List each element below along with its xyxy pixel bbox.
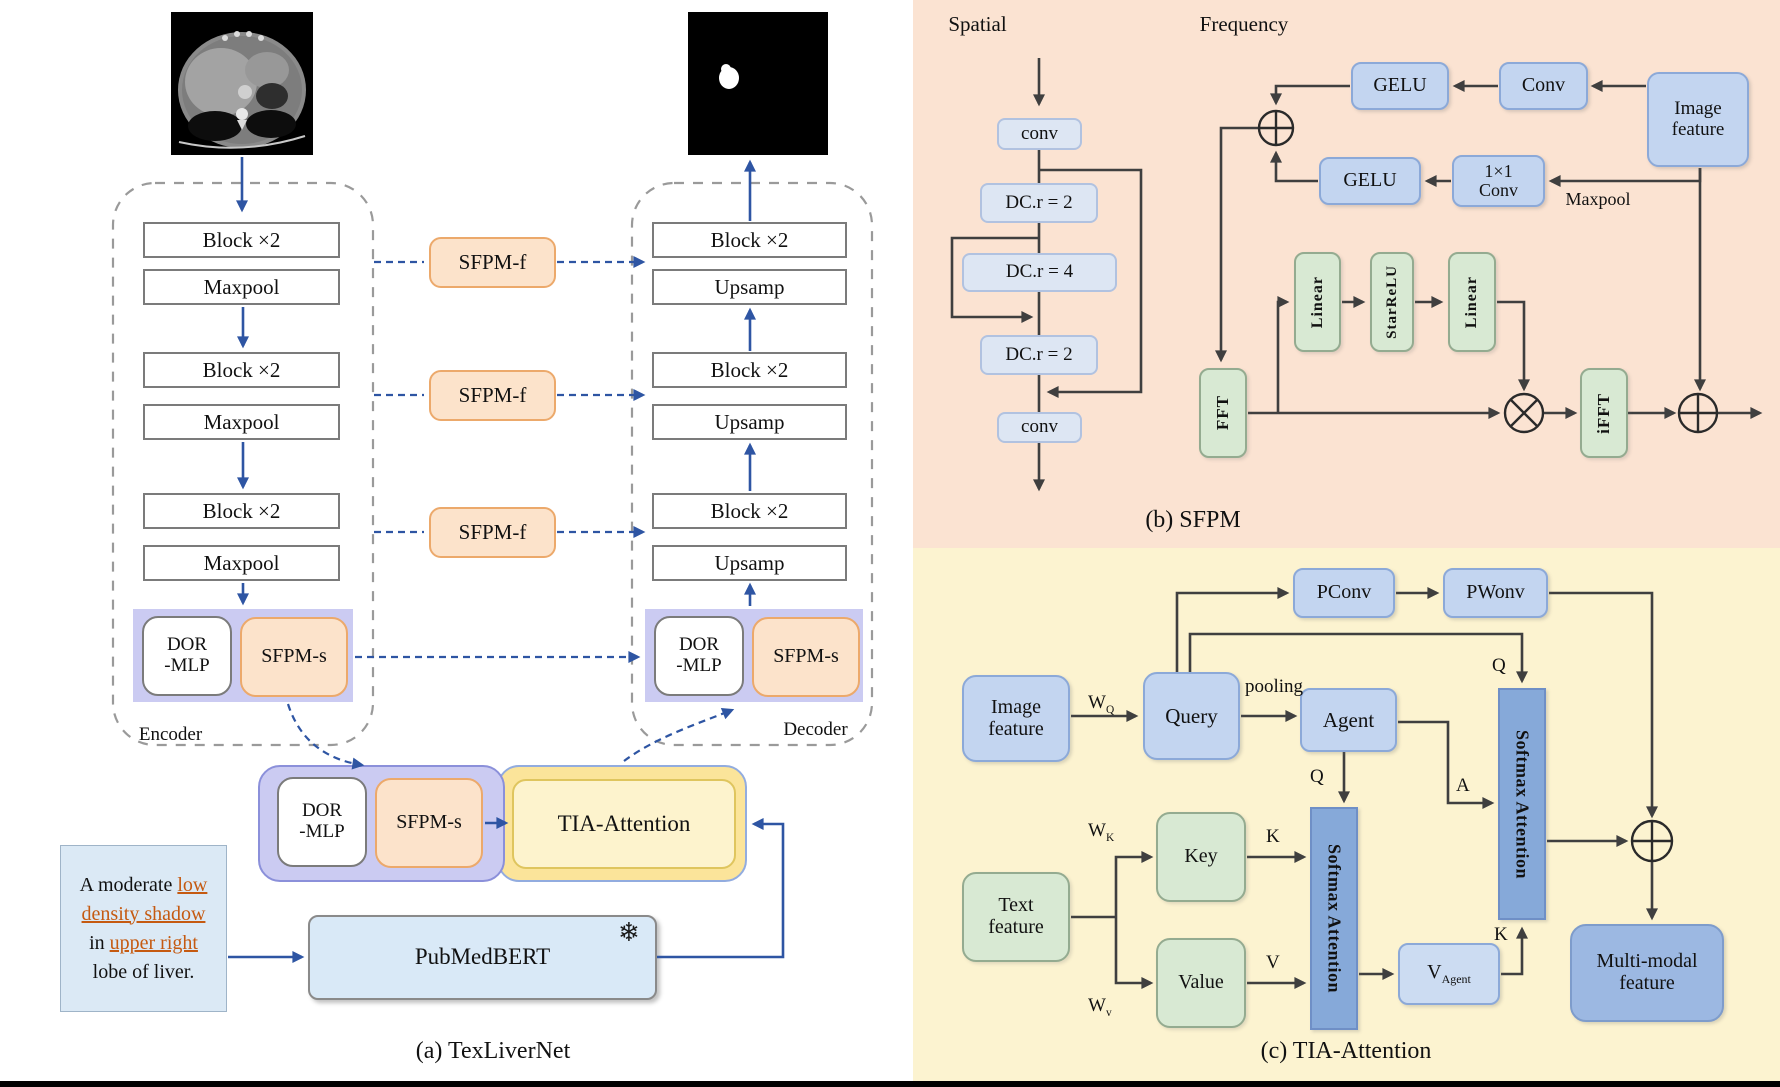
gelu-top-box: GELU (1351, 62, 1449, 110)
query-box: Query (1143, 672, 1240, 760)
decoder-label: Decoder (783, 719, 848, 740)
encoder-block-2: Block ×2 (143, 352, 340, 388)
encoder-dashed-box (111, 181, 375, 747)
pconv-box: PConv (1293, 568, 1395, 618)
encoder-block-1: Block ×2 (143, 222, 340, 258)
linear-box-b: Linear (1448, 252, 1496, 352)
pwonv-box: PWonv (1443, 568, 1548, 618)
frequency-label: Frequency (1199, 12, 1289, 36)
snowflake-frozen-icon: ❄ (618, 918, 640, 947)
conv-box: Conv (1499, 62, 1588, 110)
starrelu-box: StarReLU (1370, 252, 1414, 352)
add-icon (1630, 819, 1674, 863)
segmentation-mask-image (688, 12, 828, 155)
encoder-label: Encoder (138, 724, 203, 745)
softmax-attention-left-bar: Softmax Attention (1310, 807, 1358, 1030)
add-icon (1677, 392, 1719, 434)
spatial-dc2-b: DC.r = 2 (980, 335, 1098, 375)
softmax-attention-right-bar: Softmax Attention (1498, 688, 1546, 920)
sfpm-f-module-2: SFPM-f (429, 370, 556, 421)
encoder-sfpm-s: SFPM-s (240, 617, 348, 697)
decoder-block-2: Block ×2 (652, 352, 847, 388)
decoder-upsamp-3: Upsamp (652, 545, 847, 581)
spatial-dc2-a: DC.r = 2 (980, 183, 1098, 223)
gelu-bottom-box: GELU (1319, 157, 1421, 205)
encoder-maxpool-3: Maxpool (143, 545, 340, 581)
k-vagent-label: K (1494, 924, 1508, 945)
maxpool-label-b: Maxpool (1565, 189, 1631, 209)
bottom-black-bar (0, 1081, 1780, 1087)
fft-box: FFT (1199, 368, 1247, 458)
decoder-block-1: Block ×2 (652, 222, 847, 258)
encoder-dor-mlp: DOR-MLP (142, 616, 232, 696)
caption-b: (b) SFPM (1145, 507, 1241, 533)
encoder-maxpool-2: Maxpool (143, 404, 340, 440)
report-line-4: lobe of liver. (92, 960, 195, 983)
spatial-dc4: DC.r = 4 (962, 253, 1117, 292)
multiply-icon (1503, 392, 1545, 434)
pooling-label: pooling (1245, 676, 1304, 697)
decoder-block-3: Block ×2 (652, 493, 847, 529)
encoder-maxpool-1: Maxpool (143, 269, 340, 305)
a-label: A (1456, 775, 1470, 796)
wv-label: Wv (1088, 995, 1112, 1019)
add-icon (1257, 109, 1295, 147)
spatial-conv-top: conv (997, 118, 1082, 150)
spatial-label: Spatial (948, 12, 1007, 36)
operator-symbols (1257, 109, 1719, 863)
value-box: Value (1156, 938, 1246, 1028)
pubmedbert-box: PubMedBERT (308, 915, 657, 1000)
text-report-box: A moderate low density shadow in upper r… (60, 845, 227, 1012)
report-line-2: density shadow (81, 902, 206, 925)
k-key-label: K (1266, 826, 1280, 847)
caption-a: (a) TexLiverNet (415, 1038, 571, 1064)
sfpm-f-module-3: SFPM-f (429, 507, 556, 558)
ct-scan-image (171, 12, 313, 155)
encoder-block-3: Block ×2 (143, 493, 340, 529)
linear-box-a: Linear (1294, 252, 1341, 352)
fusion-sfpm-s: SFPM-s (375, 778, 483, 868)
key-box: Key (1156, 812, 1246, 902)
agent-box: Agent (1300, 688, 1397, 752)
fusion-dor-mlp: DOR-MLP (277, 777, 367, 867)
decoder-dor-mlp: DOR-MLP (654, 616, 744, 696)
decoder-sfpm-s: SFPM-s (752, 617, 860, 697)
report-line-1: A moderate low (79, 873, 208, 896)
q-top-label: Q (1492, 655, 1506, 676)
wq-label: WQ (1088, 692, 1115, 716)
v-agent-box: VAgent (1398, 943, 1500, 1005)
decoder-dashed-box (630, 181, 874, 747)
spatial-conv-bottom: conv (997, 412, 1082, 443)
report-line-3: in upper right (89, 931, 198, 954)
wk-label: WK (1088, 820, 1115, 844)
tia-attention-box: TIA-Attention (512, 779, 736, 869)
decoder-upsamp-2: Upsamp (652, 404, 847, 440)
sfpm-f-module-1: SFPM-f (429, 237, 556, 288)
ifft-box: iFFT (1580, 368, 1628, 458)
q-agent-label: Q (1310, 766, 1324, 787)
decoder-upsamp-1: Upsamp (652, 269, 847, 305)
caption-c: (c) TIA-Attention (1260, 1038, 1432, 1064)
v-value-label: V (1266, 952, 1280, 973)
